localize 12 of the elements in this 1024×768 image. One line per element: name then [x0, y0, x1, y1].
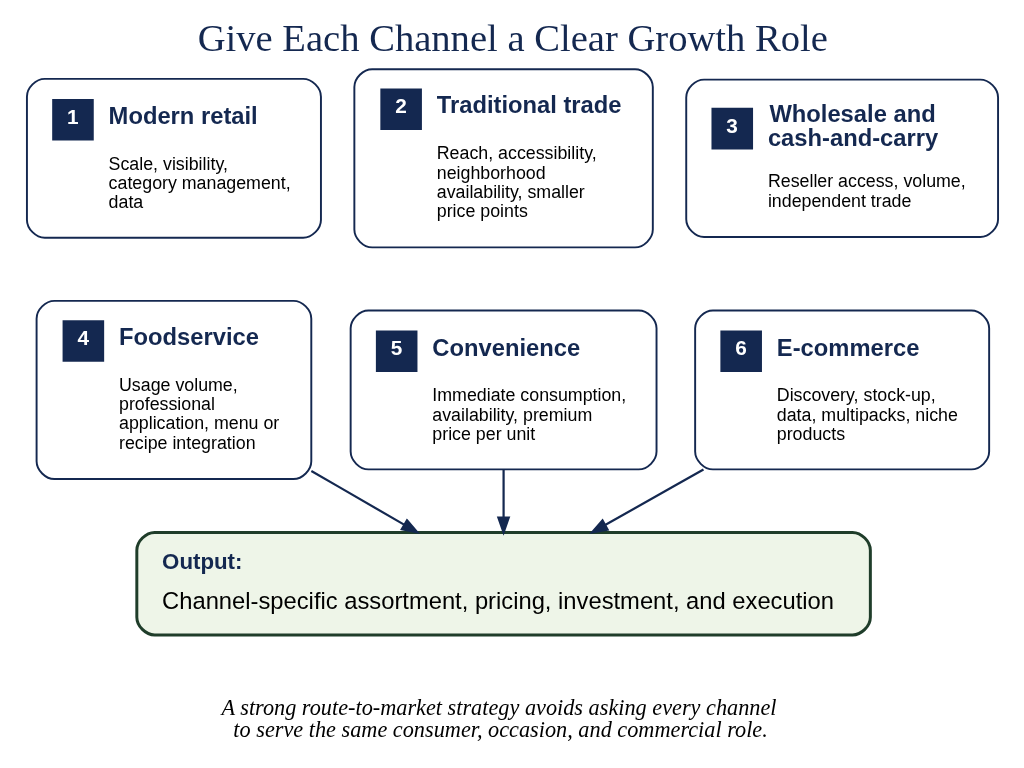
node-box: 4 Foodservice Usage volume, professional application, menu or recipe integration [35, 299, 312, 480]
node-box: 3 Wholesale and cash-and-carry Reseller access, volume, independent trade [684, 78, 999, 238]
node-box: 1 Modern retail Scale, visibility, category management, data [25, 77, 322, 239]
node-box: 6 E-commerce Discovery, stock-up, data, multipacks, niche products [693, 309, 990, 471]
arrow [588, 468, 704, 534]
node-box: 5 Convenience Immediate consumption, availability, premium price per unit [349, 309, 657, 471]
caption: A strong route-to-market strategy avoids asking every channel to serve the same consumer, occasion, and commercial role. [220, 695, 777, 743]
arrow [310, 470, 420, 534]
node-box: Output: Channel-specific assortment, pricing, investment, and execution [134, 531, 872, 637]
diagram-title: Give Each Channel a Clear Growth Role [197, 17, 828, 60]
arrow [496, 469, 510, 536]
node-box: 2 Traditional trade Reach, accessibility, neighborhood availability, smaller price points [352, 68, 654, 249]
